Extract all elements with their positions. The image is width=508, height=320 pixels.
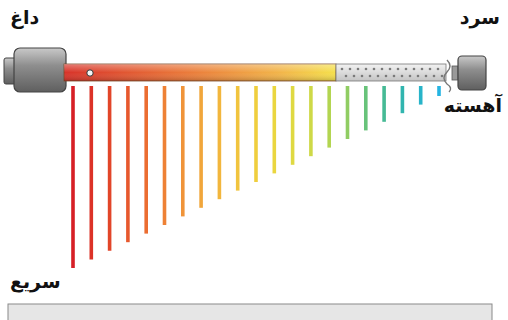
hole <box>397 68 400 71</box>
hole <box>381 68 384 71</box>
speed-line <box>346 86 350 139</box>
speed-line <box>218 86 222 199</box>
speed-line <box>144 86 148 234</box>
speed-line <box>364 86 368 130</box>
hole <box>385 75 388 78</box>
hole <box>405 68 408 71</box>
hole <box>413 68 416 71</box>
hole <box>349 68 352 71</box>
hole <box>433 75 436 78</box>
hole <box>357 68 360 71</box>
hole <box>369 75 372 78</box>
hole <box>389 68 392 71</box>
speed-line <box>71 86 75 268</box>
fast-label: سریع <box>10 270 61 293</box>
hole <box>365 68 368 71</box>
hole <box>401 75 404 78</box>
heater-block <box>14 48 66 92</box>
hole <box>353 75 356 78</box>
speed-line <box>309 86 313 156</box>
hole <box>373 68 376 71</box>
break-mark <box>444 60 451 92</box>
speed-line <box>382 86 386 122</box>
hole <box>429 68 432 71</box>
speed-line <box>108 86 112 251</box>
slow-label: آهسته <box>444 94 502 117</box>
speed-line <box>90 86 94 259</box>
speed-line <box>199 86 203 208</box>
speed-lines <box>73 86 439 268</box>
hole <box>437 68 440 71</box>
hole <box>409 75 412 78</box>
hole <box>441 75 444 78</box>
rod-shading <box>64 64 336 81</box>
speed-line <box>126 86 130 242</box>
neck <box>452 66 458 80</box>
hole <box>421 68 424 71</box>
hole <box>341 68 344 71</box>
speed-line <box>254 86 258 182</box>
hole <box>345 75 348 78</box>
hole <box>361 75 364 78</box>
speed-line <box>272 86 276 173</box>
holes <box>341 68 444 78</box>
perforated-section <box>336 64 446 81</box>
hole <box>417 75 420 78</box>
bottom-bar <box>8 304 492 320</box>
sensor-dot <box>87 70 93 76</box>
hot-label: داغ <box>10 6 39 29</box>
cold-label: سرد <box>460 6 500 29</box>
hole <box>393 75 396 78</box>
speed-line <box>236 86 240 191</box>
hot-rod <box>64 64 336 81</box>
speed-line <box>163 86 167 225</box>
speed-line <box>419 86 423 105</box>
speed-line <box>437 86 441 96</box>
cold-knob <box>458 56 486 90</box>
speed-line <box>401 86 405 113</box>
speed-line <box>181 86 185 216</box>
hole <box>377 75 380 78</box>
speed-line <box>291 86 295 165</box>
hole <box>425 75 428 78</box>
speed-line <box>327 86 331 148</box>
